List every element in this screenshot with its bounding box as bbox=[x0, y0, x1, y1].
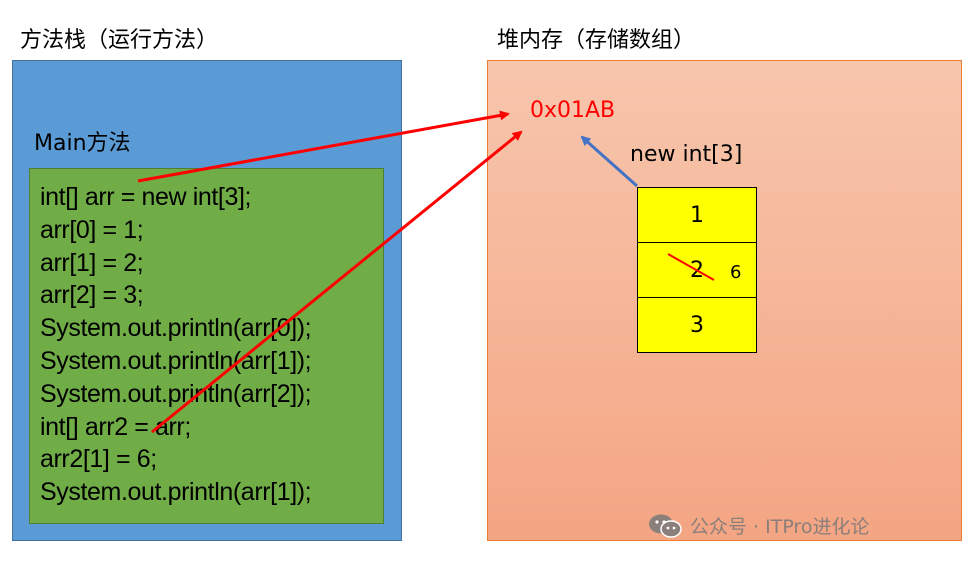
cell-value: 2 bbox=[690, 257, 704, 283]
code-block: int[] arr = new int[3]; arr[0] = 1; arr[… bbox=[29, 168, 384, 524]
array-label: new int[3] bbox=[630, 142, 743, 167]
watermark-text: 公众号 · ITPro进化论 bbox=[690, 516, 870, 538]
code-line: arr[2] = 3; bbox=[40, 281, 144, 310]
cell-value: 1 bbox=[690, 202, 704, 228]
code-line: arr[1] = 2; bbox=[40, 248, 144, 277]
address-label: 0x01AB bbox=[530, 98, 616, 123]
main-method-label: Main方法 bbox=[34, 131, 131, 156]
code-line: System.out.println(arr[1]); bbox=[40, 478, 312, 507]
watermark: 公众号 · ITPro进化论 bbox=[648, 512, 869, 539]
array-cell: 1 bbox=[638, 188, 756, 243]
code-line: arr2[1] = 6; bbox=[40, 445, 157, 474]
code-line: int[] arr2 = arr; bbox=[40, 412, 191, 441]
updated-value: 6 bbox=[730, 262, 742, 283]
code-line: arr[0] = 1; bbox=[40, 215, 144, 244]
cell-value: 3 bbox=[690, 313, 704, 338]
heap-title: 堆内存（存储数组） bbox=[497, 28, 696, 53]
array-cell: 3 bbox=[638, 298, 756, 353]
code-line: int[] arr = new int[3]; bbox=[40, 183, 252, 211]
code-line: System.out.println(arr[0]); bbox=[40, 314, 312, 343]
wechat-icon bbox=[649, 514, 682, 538]
code-line: System.out.println(arr[2]); bbox=[40, 379, 312, 408]
code-line: System.out.println(arr[1]); bbox=[40, 346, 312, 375]
stack-title: 方法栈（运行方法） bbox=[20, 28, 219, 53]
